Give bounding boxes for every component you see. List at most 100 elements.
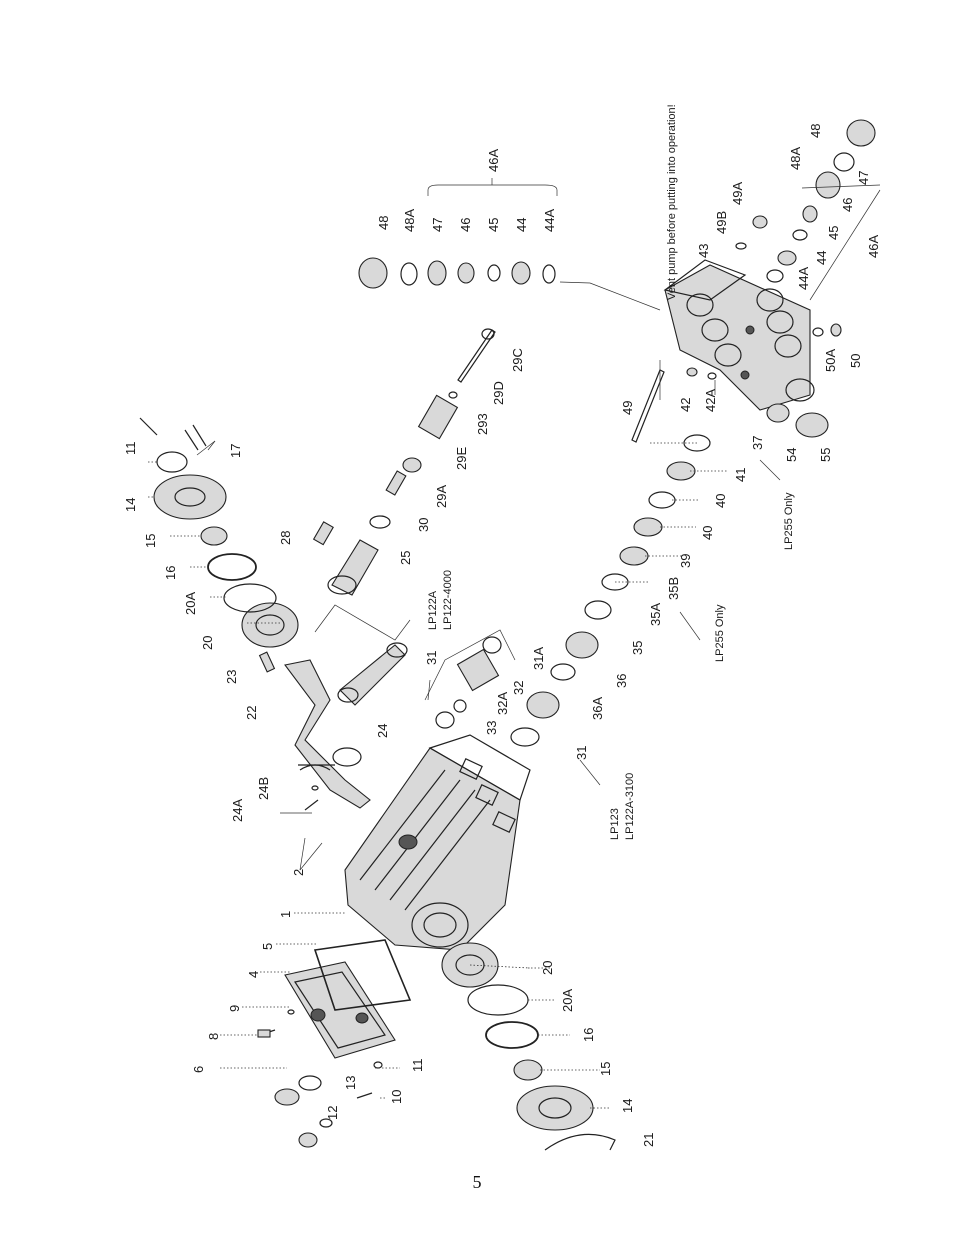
callout-29d: 29D xyxy=(491,381,506,405)
diagram-notes: Vent pump before putting into operation!… xyxy=(424,104,795,840)
callout-17: 17 xyxy=(228,444,243,458)
group-46a-label: 46A xyxy=(486,149,501,172)
callout-11-top: 11 xyxy=(123,442,138,456)
callout-49b: 49B xyxy=(714,211,729,234)
part-callouts: 1 2 4 5 6 8 9 10 11 12 13 14 15 16 20 20… xyxy=(123,124,881,1147)
callout-15-top: 15 xyxy=(143,534,158,548)
lp122-4000-note: LP122-4000 xyxy=(442,570,454,630)
callout-40a: 40 xyxy=(700,526,715,540)
callout-48-top: 48 xyxy=(376,216,391,230)
callout-33: 33 xyxy=(484,721,499,735)
valve-detail-46a xyxy=(358,178,661,311)
callout-44a-top: 44A xyxy=(542,209,557,232)
callout-293: 293 xyxy=(475,413,490,435)
lp255-only-note-2: LP255 Only xyxy=(783,492,795,550)
callout-36a: 36A xyxy=(590,697,605,720)
callout-35: 35 xyxy=(630,641,645,655)
callout-31a: 31A xyxy=(531,647,546,670)
callout-16-top: 16 xyxy=(163,566,178,580)
upper-bearing-stack xyxy=(139,417,299,648)
manifold-fittings xyxy=(631,119,876,443)
callout-40b: 40 xyxy=(713,494,728,508)
callout-20a: 20A xyxy=(560,989,575,1012)
callout-31: 31 xyxy=(574,746,589,760)
callout-9: 9 xyxy=(227,1005,242,1012)
callout-24b: 24B xyxy=(256,777,271,800)
callout-47: 47 xyxy=(856,171,871,185)
callout-48: 48 xyxy=(808,124,823,138)
callout-13: 13 xyxy=(343,1076,358,1090)
callout-14: 14 xyxy=(620,1099,635,1113)
callout-47-top: 47 xyxy=(430,218,445,232)
callout-48a-top: 48A xyxy=(402,209,417,232)
callout-15: 15 xyxy=(598,1062,613,1076)
callout-35b: 35B xyxy=(666,577,681,600)
callout-24: 24 xyxy=(375,724,390,738)
plunger-assembly xyxy=(312,328,496,641)
callout-20-top: 20 xyxy=(200,636,215,650)
callout-21: 21 xyxy=(641,1133,656,1147)
crankcase-cover xyxy=(284,939,412,1059)
lp123-note: LP123 xyxy=(609,808,621,840)
callout-43: 43 xyxy=(696,244,711,258)
callout-42: 42 xyxy=(678,398,693,412)
group-31-label: 31 xyxy=(424,651,439,665)
drain-and-fill-parts xyxy=(257,1009,383,1148)
callout-46a-right: 46A xyxy=(866,235,881,258)
callout-44a: 44A xyxy=(796,267,811,290)
callout-46: 46 xyxy=(840,198,855,212)
callout-1: 1 xyxy=(278,911,293,918)
manifold xyxy=(663,259,815,411)
callout-45-top: 45 xyxy=(486,218,501,232)
callout-2: 2 xyxy=(291,869,306,876)
callout-6: 6 xyxy=(191,1066,206,1073)
callout-25: 25 xyxy=(398,551,413,565)
callout-14-top: 14 xyxy=(123,498,138,512)
callout-20a-top: 20A xyxy=(183,592,198,615)
callout-28: 28 xyxy=(278,531,293,545)
callout-10: 10 xyxy=(389,1090,404,1104)
vent-warning: Vent pump before putting into operation! xyxy=(666,104,678,300)
callout-45: 45 xyxy=(826,226,841,240)
callout-48a: 48A xyxy=(788,147,803,170)
lp122a-note: LP122A xyxy=(427,590,439,630)
callout-54: 54 xyxy=(784,448,799,462)
page-number: 5 xyxy=(472,1172,482,1192)
callout-32: 32 xyxy=(511,681,526,695)
crankcase xyxy=(344,734,531,951)
lp255-only-note-1: LP255 Only xyxy=(714,604,726,662)
callout-42a: 42A xyxy=(703,389,718,412)
callout-39: 39 xyxy=(678,554,693,568)
callout-8: 8 xyxy=(206,1033,221,1040)
callout-49: 49 xyxy=(620,401,635,415)
leader-lines xyxy=(148,184,881,1109)
lp122a-3100-note: LP122A-3100 xyxy=(624,773,636,840)
callout-35a: 35A xyxy=(648,603,663,626)
callout-55: 55 xyxy=(818,448,833,462)
callout-24a: 24A xyxy=(230,799,245,822)
valve-group-31 xyxy=(424,629,516,729)
callout-49a: 49A xyxy=(730,182,745,205)
crankshaft-assembly xyxy=(258,642,408,811)
callout-29c: 29C xyxy=(510,348,525,372)
callout-29a: 29A xyxy=(434,485,449,508)
callout-29e: 29E xyxy=(454,447,469,470)
callout-30: 30 xyxy=(416,518,431,532)
callout-4: 4 xyxy=(246,971,261,978)
callout-5: 5 xyxy=(260,943,275,950)
callout-37: 37 xyxy=(750,436,765,450)
seal-stack xyxy=(510,434,711,747)
callout-16: 16 xyxy=(581,1028,596,1042)
callout-36: 36 xyxy=(614,674,629,688)
callout-41: 41 xyxy=(733,468,748,482)
callout-46-top: 46 xyxy=(458,218,473,232)
callout-11: 11 xyxy=(410,1059,425,1073)
callout-22: 22 xyxy=(244,706,259,720)
callout-50a: 50A xyxy=(823,349,838,372)
callout-50: 50 xyxy=(848,354,863,368)
callout-44: 44 xyxy=(814,251,829,265)
callout-32a: 32A xyxy=(495,692,510,715)
callout-12: 12 xyxy=(325,1106,340,1120)
callout-23: 23 xyxy=(224,670,239,684)
